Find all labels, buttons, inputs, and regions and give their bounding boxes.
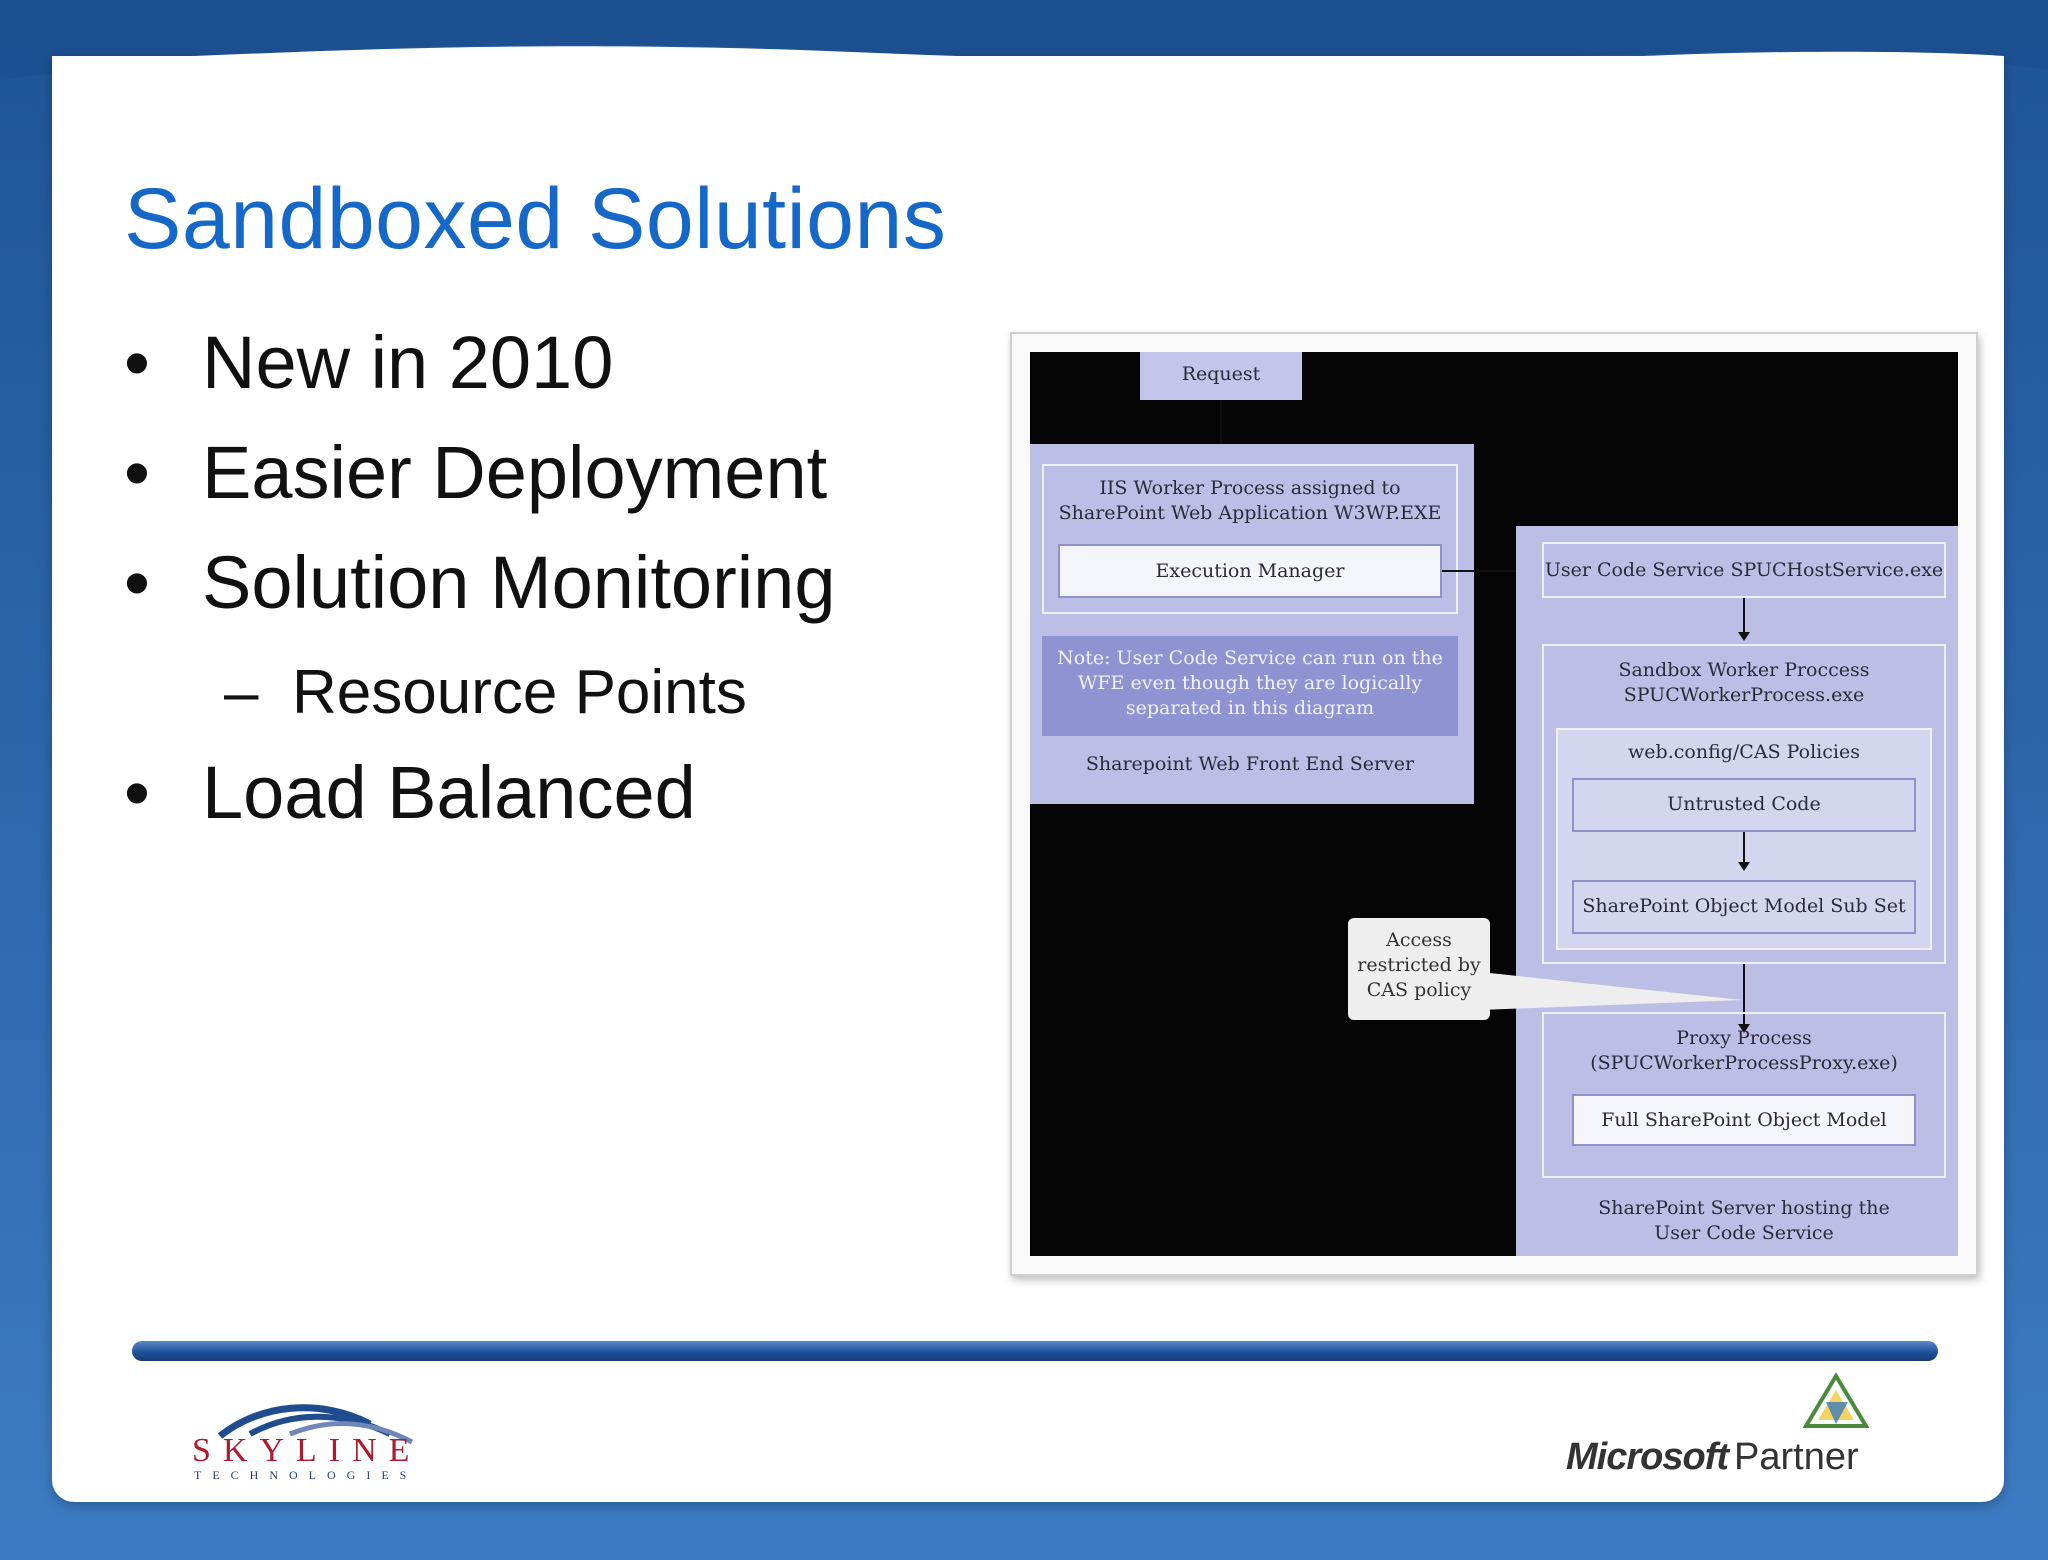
proxy-line-1: Proxy Process [1676, 1027, 1812, 1049]
server-line-2: User Code Service [1654, 1222, 1834, 1244]
bullet-symbol: • [124, 321, 150, 404]
sub-bullet-text: Resource Points [292, 658, 747, 727]
cas-policies-label: web.config/CAS Policies [1628, 741, 1860, 763]
note-line-3: separated in this diagram [1125, 697, 1375, 719]
bullet-item: • Solution Monitoring [120, 538, 980, 648]
server-line-1: SharePoint Server hosting the [1598, 1197, 1890, 1219]
microsoft-brand: Microsoft [1566, 1436, 1729, 1478]
footer-divider [132, 1341, 1938, 1361]
sandbox-to-proxy-line [1743, 964, 1745, 1026]
bullet-symbol: • [124, 751, 150, 834]
callout-pointer [1480, 972, 1742, 1010]
bullet-symbol: • [124, 431, 150, 514]
untrusted-code-label: Untrusted Code [1667, 793, 1821, 815]
execution-manager-box: Execution Manager [1058, 544, 1442, 598]
iis-line-2: SharePoint Web Application W3WP.EXE [1058, 502, 1442, 524]
note-line-1: Note: User Code Service can run on the [1057, 647, 1443, 669]
proxy-line-2: (SPUCWorkerProcessProxy.exe) [1590, 1052, 1898, 1074]
request-arrow-line [1220, 400, 1222, 452]
slide-top-curve [52, 46, 2004, 120]
usercode-to-sandbox-head [1738, 632, 1750, 641]
architecture-diagram: Request IIS Worker Process assigned to S… [1030, 352, 1958, 1256]
untrusted-to-om-line [1743, 832, 1745, 864]
untrusted-to-om-head [1738, 862, 1750, 871]
bullet-symbol: • [124, 541, 150, 624]
bullet-item: • Load Balanced [120, 748, 980, 858]
bullet-text: Easier Deployment [202, 431, 828, 514]
sandbox-worker-process-box: Sandbox Worker Proccess SPUCWorkerProces… [1542, 644, 1946, 964]
skyline-arc-icon [217, 1404, 414, 1445]
server-label-box: SharePoint Server hosting the User Code … [1542, 1196, 1946, 1250]
callout-line-3: CAS policy [1366, 979, 1472, 1001]
iis-line-1: IIS Worker Process assigned to [1099, 477, 1401, 499]
sandbox-to-proxy-head [1738, 1024, 1750, 1033]
usercode-to-sandbox-line [1743, 598, 1745, 634]
sandbox-line-2: SPUCWorkerProcess.exe [1623, 684, 1865, 706]
callout-line-2: restricted by [1357, 954, 1481, 976]
slide-title: Sandboxed Solutions [124, 171, 947, 267]
user-code-service-label: User Code Service SPUCHostService.exe [1544, 559, 1944, 581]
partner-label: Partner [1734, 1436, 1859, 1478]
bullet-list: • New in 2010 • Easier Deployment • Solu… [120, 318, 980, 858]
sub-bullet-item: – Resource Points [120, 648, 980, 748]
access-restricted-callout: Access restricted by CAS policy [1348, 918, 1490, 1020]
bullet-text: Solution Monitoring [202, 541, 836, 624]
user-code-service-box: User Code Service SPUCHostService.exe [1542, 542, 1946, 598]
sandbox-line-1: Sandbox Worker Proccess [1618, 659, 1870, 681]
architecture-diagram-frame: Request IIS Worker Process assigned to S… [1010, 332, 1978, 1276]
bullet-item: • New in 2010 [120, 318, 980, 428]
full-om-box: Full SharePoint Object Model [1572, 1094, 1916, 1146]
execution-manager-label: Execution Manager [1155, 560, 1345, 582]
bullet-text: Load Balanced [202, 751, 696, 834]
note-box: Note: User Code Service can run on the W… [1042, 636, 1458, 736]
om-subset-label: SharePoint Object Model Sub Set [1582, 895, 1906, 917]
full-om-label: Full SharePoint Object Model [1601, 1109, 1887, 1131]
note-line-2: WFE even though they are logically [1077, 672, 1423, 694]
sub-bullet-symbol: – [224, 658, 259, 727]
om-subset-box: SharePoint Object Model Sub Set [1572, 880, 1916, 934]
microsoft-partner-icon [1802, 1372, 1870, 1428]
bullet-text: New in 2010 [202, 321, 614, 404]
wfe-label: Sharepoint Web Front End Server [1085, 753, 1415, 775]
request-label: Request [1181, 363, 1261, 385]
request-box: Request [1140, 352, 1302, 400]
untrusted-code-box: Untrusted Code [1572, 778, 1916, 832]
exec-to-usercode-line [1442, 570, 1538, 572]
bullet-item: • Easier Deployment [120, 428, 980, 538]
callout-line-1: Access [1386, 929, 1452, 951]
proxy-process-box: Proxy Process (SPUCWorkerProcessProxy.ex… [1542, 1012, 1946, 1178]
skyline-logo-subtext: TECHNOLOGIES [194, 1468, 418, 1482]
skyline-logo-text: SKYLINE [192, 1432, 422, 1469]
wfe-label-box: Sharepoint Web Front End Server [1042, 752, 1458, 782]
